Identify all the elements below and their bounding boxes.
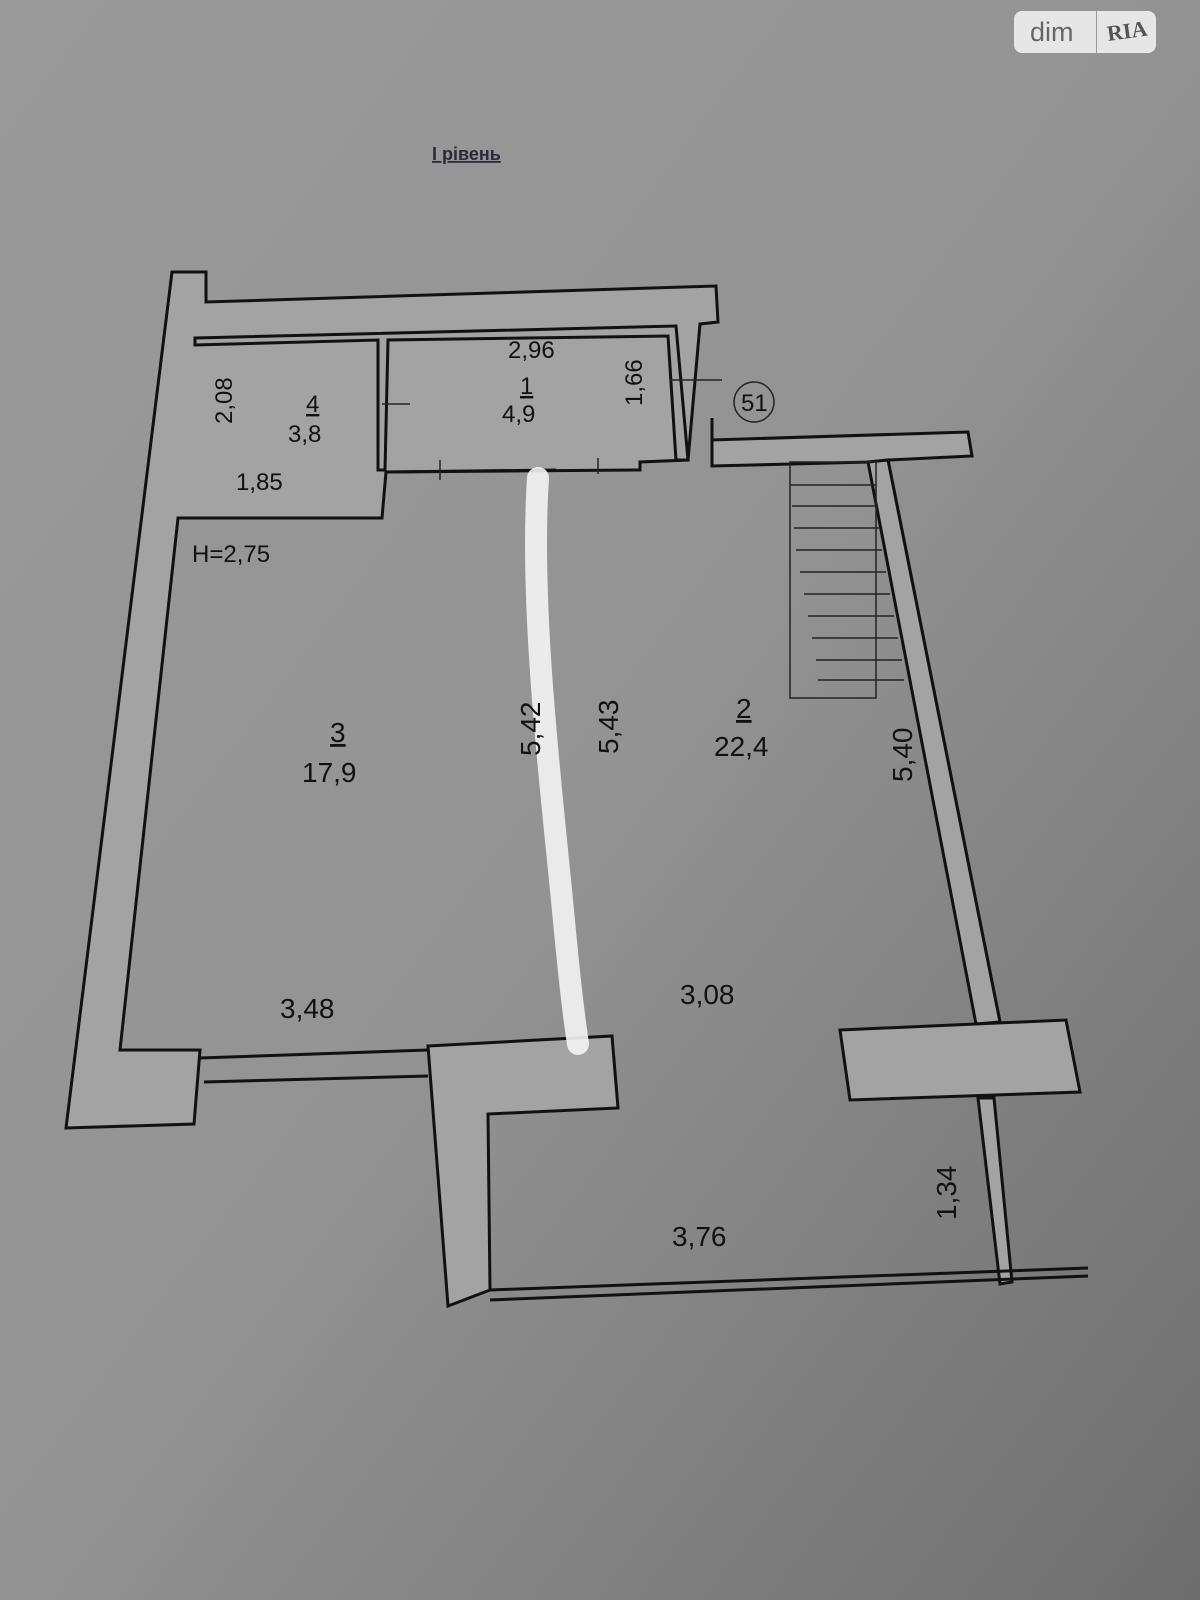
left-wall xyxy=(64,270,720,1130)
dim-room4-width: 1,85 xyxy=(236,469,283,496)
correction-mark xyxy=(525,467,589,1055)
room-3-area: 17,9 xyxy=(302,757,357,788)
center-pier xyxy=(426,1034,620,1309)
dim-room3-width: 3,48 xyxy=(280,993,335,1024)
top-wall xyxy=(193,324,690,472)
room-1-number: 1 xyxy=(520,373,533,400)
right-pier xyxy=(838,1018,1082,1102)
ceiling-height: H=2,75 xyxy=(192,541,270,568)
dimria-watermark: dim RIA xyxy=(1014,11,1156,53)
room-4-number: 4 xyxy=(306,391,319,418)
watermark-divider xyxy=(1096,11,1097,53)
watermark-ria-logo: RIA xyxy=(1105,15,1149,46)
watermark-dim: dim xyxy=(1030,16,1074,47)
room-1-area: 4,9 xyxy=(502,401,535,428)
room-2-area: 22,4 xyxy=(714,731,769,762)
apartment-number-circle xyxy=(733,381,775,423)
dim-room3-depth: 5,42 xyxy=(515,702,546,757)
window-room3-2 xyxy=(203,1074,429,1084)
room-2-number: 2 xyxy=(736,693,752,724)
level-title: I рівень xyxy=(432,144,501,164)
dim-room4-depth: 2,08 xyxy=(211,377,238,424)
balcony-right-wall xyxy=(976,1096,1014,1286)
door-room1 xyxy=(385,468,557,474)
dim-room1-width: 2,96 xyxy=(508,337,555,364)
dim-room2-depth-left: 5,43 xyxy=(593,700,624,755)
room-3-number: 3 xyxy=(330,717,346,748)
balcony-railing xyxy=(489,1266,1089,1292)
staircase xyxy=(789,461,904,699)
dim-room2-depth-right: 5,40 xyxy=(887,728,918,783)
balcony-railing-2 xyxy=(489,1274,1089,1302)
room-4-area: 3,8 xyxy=(288,421,321,448)
dim-room2-width: 3,08 xyxy=(680,979,735,1010)
apartment-number: 51 xyxy=(741,390,768,417)
dim-balcony-depth: 1,34 xyxy=(931,1166,962,1221)
dim-room1-depth: 1,66 xyxy=(621,359,648,406)
window-room3 xyxy=(199,1048,429,1060)
dim-balcony-width: 3,76 xyxy=(672,1221,727,1252)
